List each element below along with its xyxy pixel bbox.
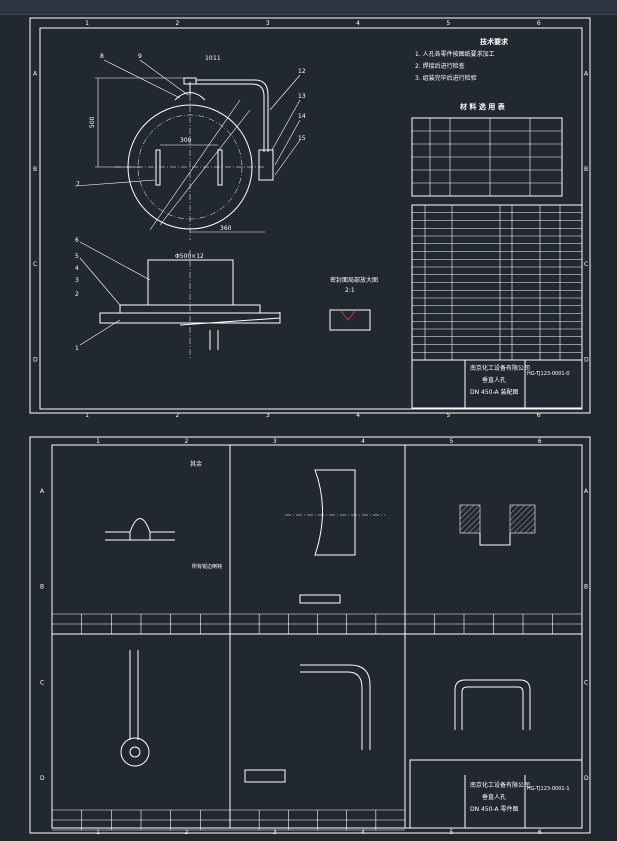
border-row-label: A [584,488,589,495]
border-row-label: D [40,775,45,782]
parts-list [411,204,583,361]
border-row-label: B [40,584,44,591]
balloon-4: 4 [75,265,79,272]
border-row-label: B [584,166,588,173]
border-row-label: A [33,71,38,78]
tech-req-title: 技术要求 [480,37,509,46]
detail-title: 密封面局部放大图 [330,276,378,284]
border-col-label: 6 [538,438,542,445]
border-col-label: 4 [361,438,365,445]
border-col-label: 5 [450,438,454,445]
border-row-label: A [40,488,45,495]
border-col-label: 1 [85,20,89,27]
border-col-label: 3 [273,438,277,445]
border-row-label: A [584,71,589,78]
tech-req-line: 1. 人孔各零件按图纸要求加工 [415,50,495,58]
border-col-label: 5 [447,20,451,27]
border-col-label: 4 [356,412,360,419]
balloon-9: 9 [138,53,142,60]
border-col-label: 2 [185,438,189,445]
border-col-label: 1 [96,438,100,445]
balloon-7: 7 [76,181,80,188]
border-row-label: C [40,679,44,686]
border-col-label: 2 [176,20,180,27]
tb-name: 垂直人孔 [482,376,506,384]
top-view: 500 360 300 8 9 10 11 12 13 14 15 7 [74,53,306,240]
part-note: 所有锐边倒钝 [192,563,222,570]
tech-req-line: 3. 组装完毕后进行检验 [415,74,477,82]
seal-detail: 密封面局部放大图 2:1 [329,276,378,331]
title-block-1: 南京化工设备有限公司 垂直人孔 DN 450-A 装配图 HG-TJ123-00… [411,359,583,409]
detail-scale: 2:1 [345,287,355,294]
roughness-note: 其余 [190,460,202,468]
border-col-label: 2 [176,412,180,419]
sheet-2-parts: 其余 所有锐边倒钝 南京化工设备有限公司 垂直人孔 DN 450-A 零件图 H… [29,436,591,834]
title-block-2: 南京化工设备有限公司 垂直人孔 DN 450-A 零件图 HG-TJ123-00… [409,759,583,829]
tb2-model: DN 450-A 零件图 [470,805,519,813]
dim-width: 360 [220,225,232,232]
balloon-14: 14 [298,113,306,120]
balloon-2: 2 [75,291,79,298]
balloon-5: 5 [75,253,79,260]
balloon-15: 15 [298,135,306,142]
tb2-name: 垂直人孔 [482,793,506,801]
border-col-label: 5 [447,412,451,419]
border-row-label: B [33,166,37,173]
border-row-label: C [584,679,588,686]
border-col-label: 4 [356,20,360,27]
tb-drawing-no: HG-TJ123-0001-0 [527,371,570,377]
balloon-1: 1 [75,345,79,352]
tb2-company: 南京化工设备有限公司 [470,781,530,789]
material-table-title: 材 料 选 用 表 [459,102,506,111]
balloon-8: 8 [100,53,104,60]
dim-height: 500 [89,116,96,128]
border-row-label: D [584,356,589,363]
tb-company: 南京化工设备有限公司 [470,364,530,372]
border-col-label: 1 [85,412,89,419]
balloon-3: 3 [75,277,79,284]
balloon-12: 12 [298,68,306,75]
cad-toolbar [0,0,617,15]
border-col-label: 3 [266,412,270,419]
border-row-label: D [584,775,589,782]
tb2-drawing-no: HG-TJ123-0001-1 [527,786,570,792]
balloon-13: 13 [298,93,306,100]
border-col-label: 6 [537,20,541,27]
front-view: Φ500×12 6 5 4 3 2 1 [75,237,281,360]
balloon-6: 6 [75,237,79,244]
border-row-label: D [33,356,38,363]
balloon-11: 11 [213,55,221,62]
dim-bolt: Φ500×12 [175,253,204,260]
balloon-10: 10 [205,55,213,62]
border-col-label: 3 [266,20,270,27]
border-row-label: B [584,584,588,591]
dim-pitch: 300 [180,137,192,144]
tb-model: DN 450-A 装配图 [470,388,519,396]
border-row-label: C [33,261,37,268]
border-col-label: 6 [537,412,541,419]
tech-req-line: 2. 焊接后进行检查 [415,62,465,70]
border-row-label: C [584,261,588,268]
technical-requirements: 技术要求 1. 人孔各零件按图纸要求加工 2. 焊接后进行检查 3. 组装完毕后… [411,37,563,197]
